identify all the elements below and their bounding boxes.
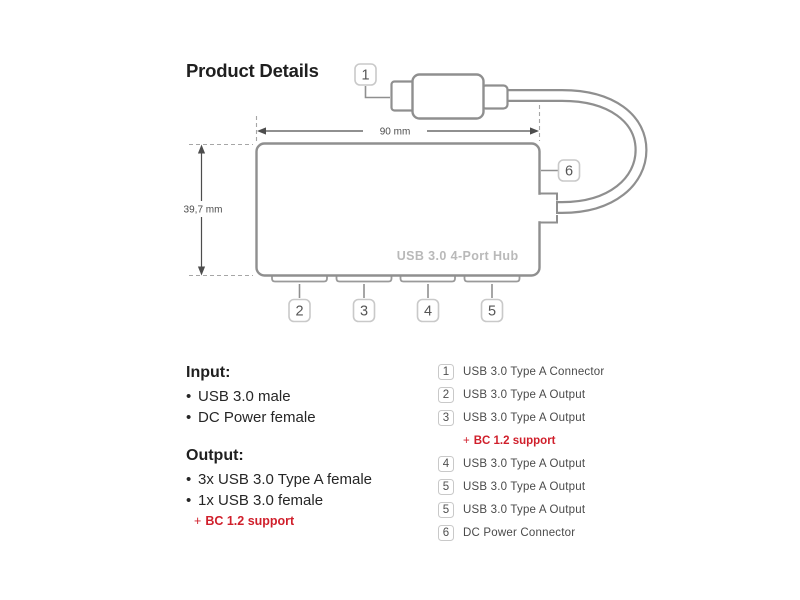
dimension-width: 90 mm [257,127,539,138]
legend-number-badge: 3 [438,409,454,426]
legend-row: 4 USB 3.0 Type A Output [438,452,604,475]
arrowhead-down-icon [197,266,206,276]
legend-label: USB 3.0 Type A Output [463,503,586,516]
strain-relief-top [539,192,558,201]
input-item-label: USB 3.0 male [198,388,291,405]
callout-1-number: 1 [361,68,369,84]
callout-6-box [557,159,581,182]
output-item-label: 3x USB 3.0 Type A female [198,471,372,488]
callout-6-number: 6 [565,164,573,180]
legend-label: USB 3.0 Type A Output [463,388,586,401]
output-item: • 1x USB 3.0 female [186,490,436,511]
connector-neck [480,84,509,110]
callout-5-box [480,298,504,323]
callout-2-number: 2 [295,304,303,320]
output-item: • 3x USB 3.0 Type A female [186,469,436,490]
legend-label: USB 3.0 Type A Connector [463,365,605,378]
bc-support-label: BC 1.2 support [205,514,295,528]
input-item-label: DC Power female [198,409,316,426]
legend-row: 5 USB 3.0 Type A Output [438,475,604,498]
dimension-height-label: 39,7 mm [184,205,223,216]
connector-body [411,73,485,120]
legend-row: 6 DC Power Connector [438,521,604,544]
dimension-height: 39,7 mm [184,144,223,276]
legend-number-badge: 4 [438,455,454,472]
legend-number-badge: 1 [438,363,454,380]
legend-number-badge: 5 [438,501,454,518]
input-heading: Input: [186,364,231,381]
legend-number-badge: 5 [438,478,454,495]
input-item: • DC Power female [186,407,436,428]
legend-bc-note-row: +BC 1.2 support [438,429,604,452]
usb-cable [504,89,648,214]
callout-5-number: 5 [488,304,496,320]
legend-row: 3 USB 3.0 Type A Output [438,406,604,429]
page-title: Product Details [186,60,319,81]
hub-label: USB 3.0 4-Port Hub [397,249,519,263]
legend-bc-note-label: BC 1.2 support [473,434,556,447]
dimension-width-label: 90 mm [380,127,411,138]
legend-label: USB 3.0 Type A Output [463,480,586,493]
callout-1-leader [364,86,390,99]
legend-row: 2 USB 3.0 Type A Output [438,383,604,406]
output-heading: Output: [186,447,244,464]
arrowhead-left-icon [257,127,266,135]
plus-sign: + [194,514,202,528]
bullet-icon: • [186,471,192,488]
callout-2-box [288,298,311,323]
legend-row: 1 USB 3.0 Type A Connector [438,360,604,383]
arrowhead-right-icon [530,127,539,135]
legend-number-badge: 2 [438,386,454,403]
callout-legend: 1 USB 3.0 Type A Connector 2 USB 3.0 Typ… [438,360,604,544]
cable-fill [504,91,646,212]
callout-1-box [354,63,377,86]
usb-connector [390,73,509,120]
legend-label: USB 3.0 Type A Output [463,457,586,470]
arrowhead-up-icon [197,144,206,154]
spec-block: Input: • USB 3.0 male • DC Power female … [186,363,436,528]
callout-4-number: 4 [424,304,432,320]
output-item-label: 1x USB 3.0 female [198,492,324,509]
input-item: • USB 3.0 male [186,386,436,407]
callout-boxes: 1 6 2 3 4 5 [288,63,581,323]
plus-sign: + [463,434,470,447]
callout-3-number: 3 [360,304,368,320]
strain-relief-bottom [539,215,558,224]
callout-3-box [352,298,376,323]
callout-4-box [416,298,440,323]
bullet-icon: • [186,388,192,405]
legend-row: 5 USB 3.0 Type A Output [438,498,604,521]
bullet-icon: • [186,492,192,509]
bc-support-note: +BC 1.2 support [186,514,436,528]
legend-label: DC Power Connector [463,526,576,539]
bullet-icon: • [186,409,192,426]
legend-label: USB 3.0 Type A Output [463,411,586,424]
cable-entry-gap [537,194,546,222]
legend-number-badge: 6 [438,524,454,541]
